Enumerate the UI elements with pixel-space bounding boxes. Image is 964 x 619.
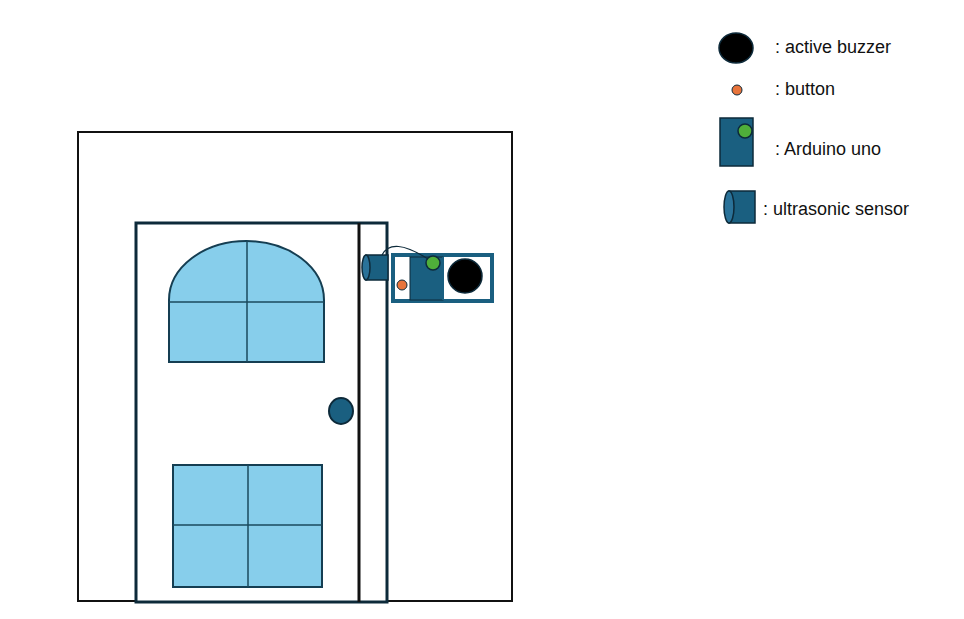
legend-label: : active buzzer: [775, 37, 891, 59]
buzzer-sample: [719, 33, 753, 63]
device-box: [393, 255, 492, 301]
door: [136, 223, 387, 602]
divider: [442, 257, 444, 300]
window-divider: [247, 465, 249, 587]
button-sample: [732, 85, 742, 95]
arched-window: [169, 241, 324, 362]
legend-label: : Arduino uno: [775, 139, 881, 161]
legend-label: : button: [775, 79, 835, 101]
arduino-led-sample: [738, 124, 752, 138]
active-buzzer: [448, 259, 482, 293]
sensor-face: [362, 255, 370, 280]
wire: [382, 246, 428, 259]
arduino-uno: [410, 257, 443, 300]
wall: [78, 132, 512, 601]
button: [397, 280, 407, 290]
legend-label: : ultrasonic sensor: [763, 199, 909, 221]
window-divider: [173, 524, 322, 526]
lower-window: [173, 465, 322, 587]
arduino-sample: [720, 118, 753, 166]
arduino-led: [426, 256, 440, 270]
window-divider: [169, 301, 324, 303]
sensor-face-sample: [724, 191, 734, 223]
door-edge: [358, 223, 361, 602]
doorknob: [329, 398, 353, 424]
